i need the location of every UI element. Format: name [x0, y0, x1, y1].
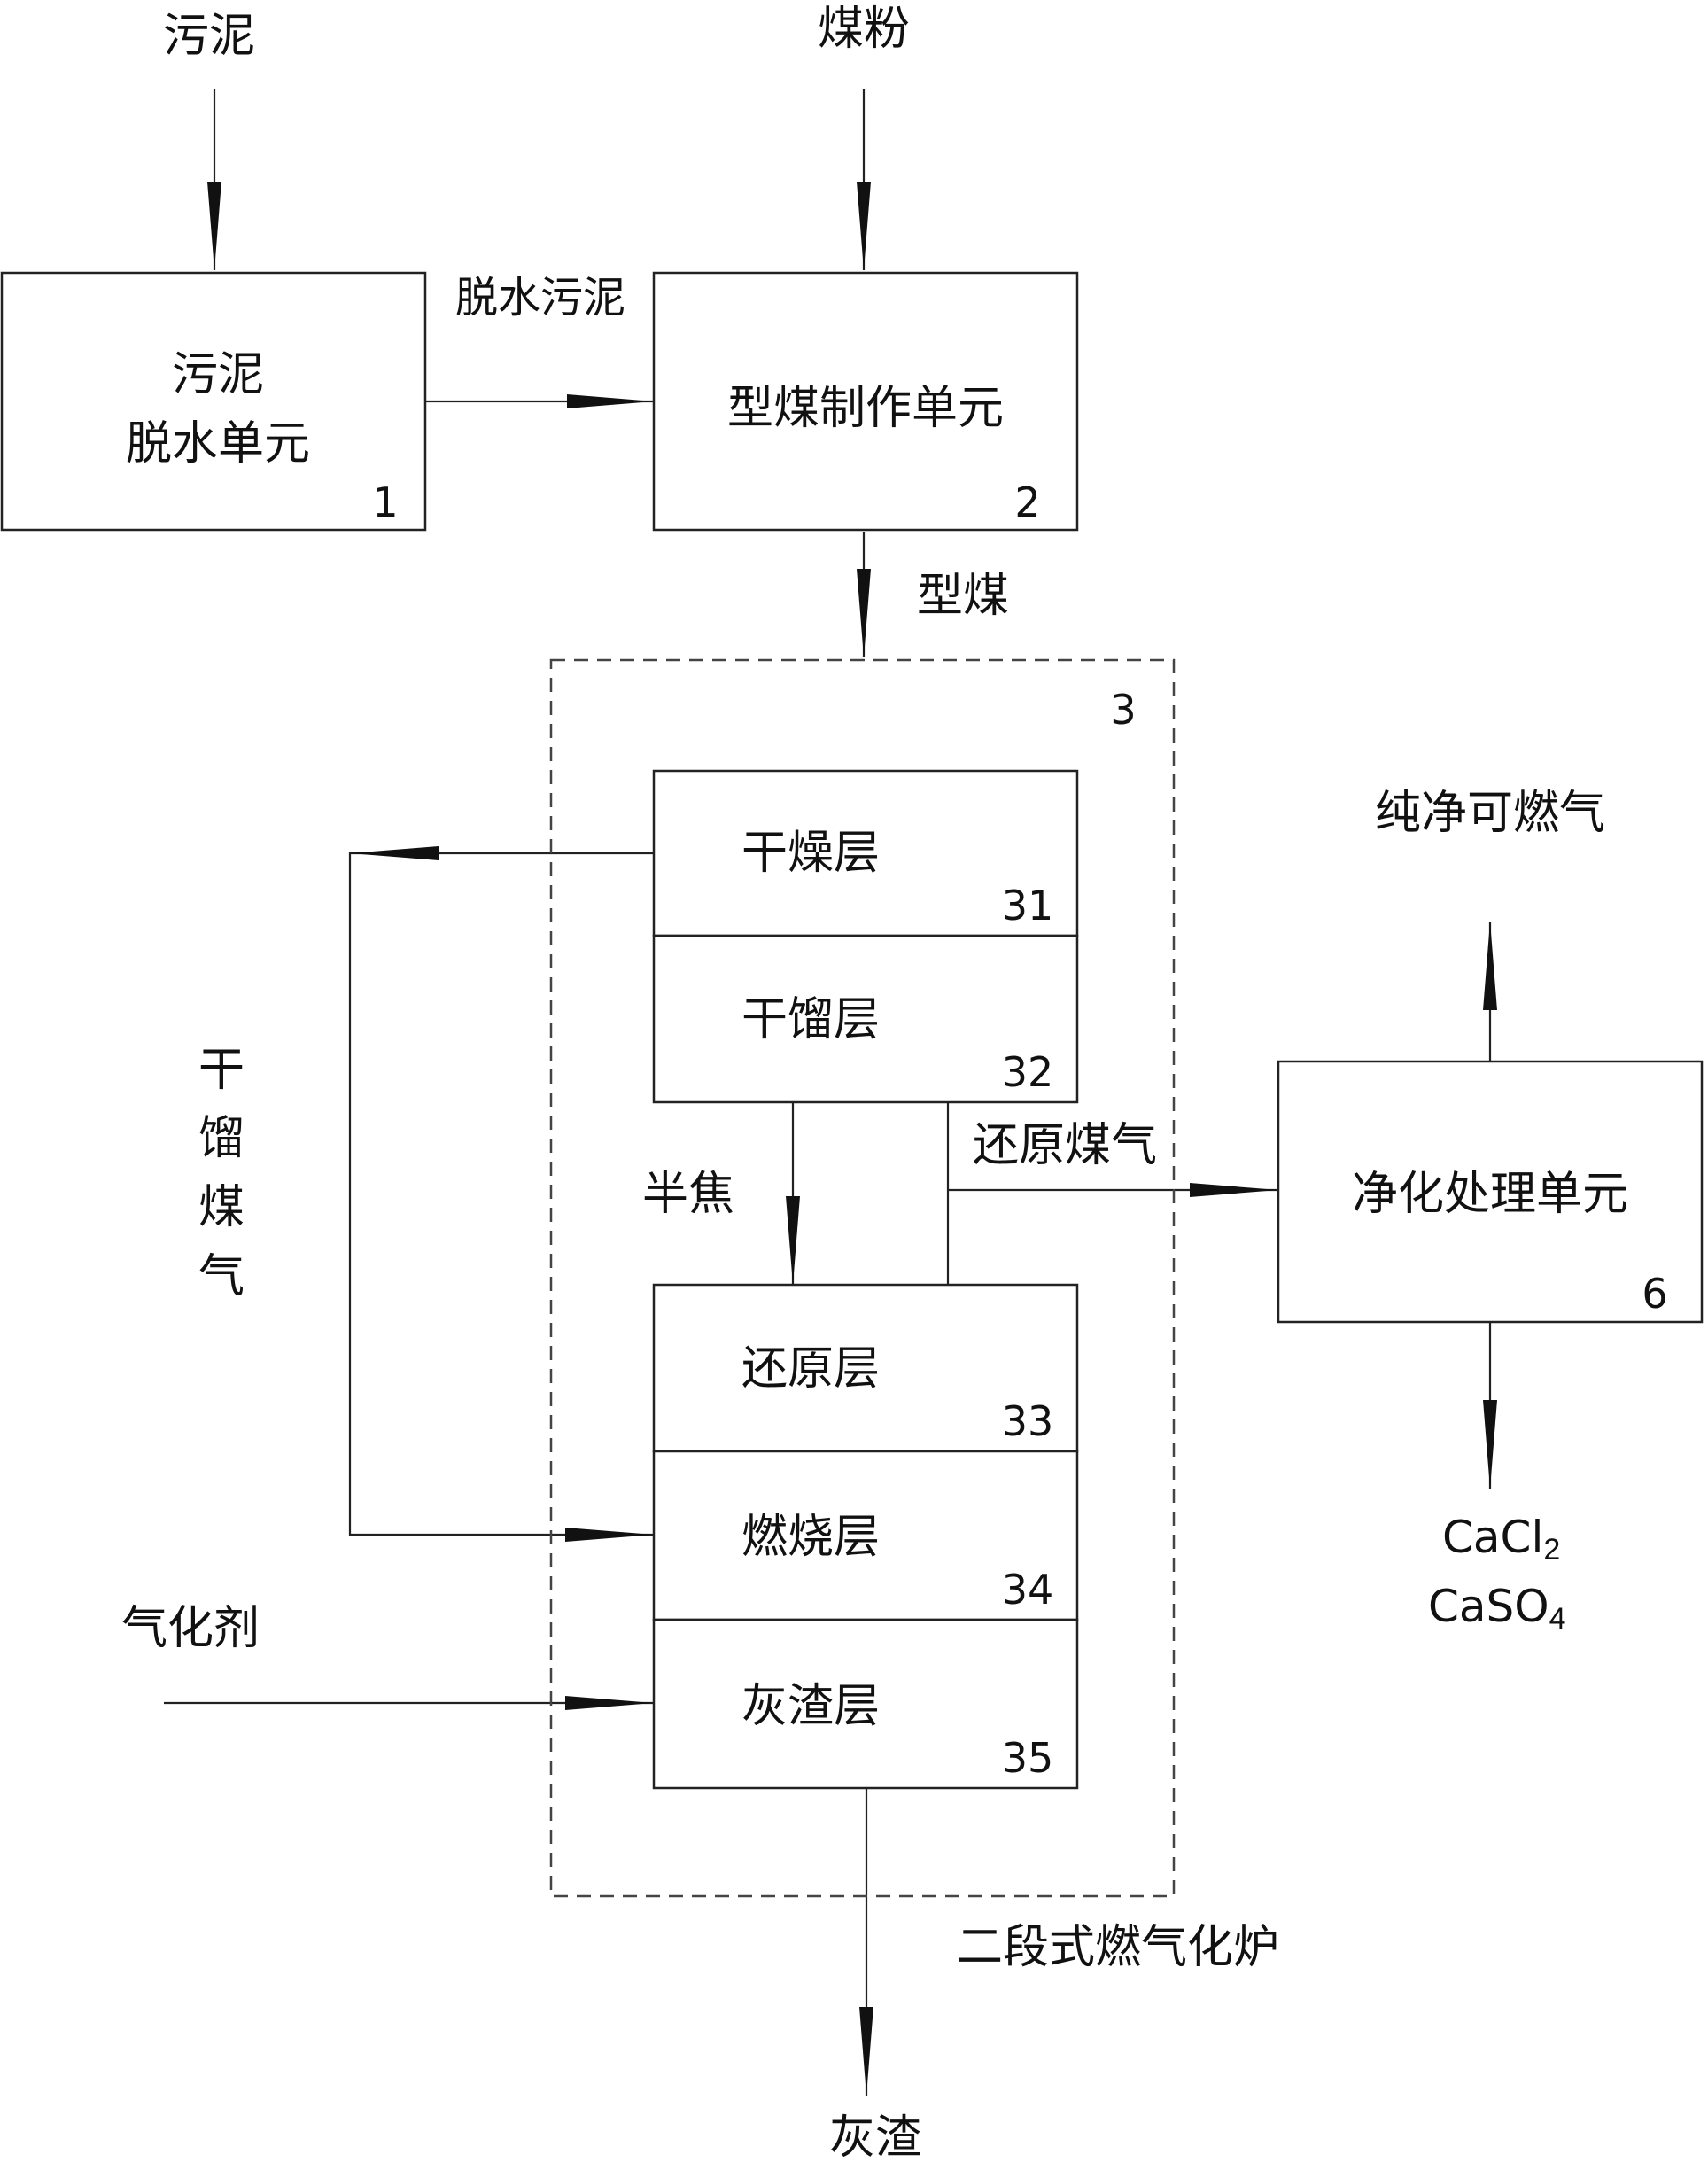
layer-ash-number: 35 — [1002, 1734, 1054, 1782]
dry-distillation-gas-char-3: 煤 — [198, 1181, 245, 1234]
ash-output-label: 灰渣 — [829, 2111, 921, 2162]
arrow-up-clean-gas — [1483, 922, 1497, 1010]
dry-distillation-gas-loop — [348, 852, 654, 1536]
arrow-right-purification — [1190, 1183, 1278, 1197]
layer-combustion-number: 34 — [1002, 1566, 1054, 1614]
purification-unit-box — [1277, 1060, 1704, 1324]
arrow-right-gasifying-agent — [565, 1696, 654, 1710]
briquette-coal-label: 型煤 — [917, 570, 1009, 623]
byproducts-label: CaCl2 CaSO4 — [1428, 1512, 1566, 1636]
arrow-down-ash — [859, 2007, 873, 2096]
byproduct-caso4-base: CaSO — [1428, 1581, 1549, 1632]
gasifier-layers: 干燥层 31 干馏层 32 还原层 33 燃烧层 34 灰渣层 35 — [652, 769, 1079, 1790]
purification-unit: 净化处理单元 6 — [1277, 1060, 1704, 1324]
briquette-unit-box — [652, 271, 1079, 532]
byproduct-cacl2: CaCl2 — [1442, 1512, 1560, 1567]
input-sludge-label: 污泥 — [163, 10, 255, 63]
purification-unit-label: 净化处理单元 — [1352, 1168, 1628, 1221]
dewatering-unit-number: 1 — [372, 478, 398, 526]
gasifier-caption: 二段式燃气化炉 — [957, 1921, 1279, 1974]
arrow-down-briquette — [857, 569, 871, 657]
dewatering-unit: 污泥 脱水单元 1 — [0, 271, 427, 532]
byproduct-caso4: CaSO4 — [1428, 1581, 1566, 1636]
dry-distillation-gas-char-4: 气 — [198, 1250, 245, 1303]
arrow-down-coal — [857, 182, 871, 270]
dry-distillation-gas-char-2: 馏 — [198, 1112, 245, 1165]
arrow-down-sludge — [207, 182, 221, 270]
layer-reduction-number: 33 — [1002, 1397, 1054, 1445]
layer-distillation-box — [652, 934, 1079, 1104]
briquette-unit-label: 型煤制作单元 — [727, 382, 1004, 435]
clean-gas-label: 纯净可燃气 — [1375, 787, 1605, 840]
layer-ash-label: 灰渣层 — [741, 1680, 880, 1733]
byproduct-caso4-subscript: 4 — [1549, 1602, 1566, 1636]
arrow-down-semi-coke — [786, 1196, 800, 1285]
purification-unit-number: 6 — [1642, 1270, 1667, 1318]
dewatered-sludge-label: 脱水污泥 — [455, 273, 625, 323]
layer-combustion-box — [652, 1450, 1079, 1622]
dewatering-unit-label-1: 污泥 — [172, 348, 264, 401]
gasifying-agent-label: 气化剂 — [121, 1602, 260, 1655]
dewatering-unit-label-2: 脱水单元 — [126, 417, 310, 471]
dry-distillation-gas-char-1: 干 — [198, 1044, 245, 1097]
layer-drying-label: 干燥层 — [741, 827, 880, 880]
layer-drying-number: 31 — [1002, 882, 1054, 929]
layer-distillation-label: 干馏层 — [741, 993, 880, 1046]
dry-distillation-gas-label: 干 馏 煤 气 — [198, 1044, 245, 1303]
byproduct-cacl2-base: CaCl — [1442, 1512, 1543, 1563]
reducing-gas-label: 还原煤气 — [973, 1119, 1157, 1172]
dewatering-unit-box — [0, 271, 427, 532]
input-coal-powder-label: 煤粉 — [818, 3, 910, 56]
arrow-right-dewatered — [567, 394, 654, 408]
layer-ash-box — [652, 1618, 1079, 1790]
layer-drying-box — [652, 769, 1079, 937]
layer-reduction-label: 还原层 — [741, 1342, 880, 1396]
arrow-right-combustion — [565, 1528, 654, 1542]
layer-combustion-label: 燃烧层 — [741, 1511, 880, 1564]
gasifier-number: 3 — [1110, 686, 1136, 734]
byproduct-cacl2-subscript: 2 — [1543, 1533, 1560, 1567]
layer-distillation-number: 32 — [1002, 1048, 1054, 1096]
briquette-unit-number: 2 — [1014, 478, 1040, 526]
briquette-unit: 型煤制作单元 2 — [652, 271, 1079, 532]
gasifier-boundary — [549, 658, 1176, 1898]
arrow-left-distillation-gas — [350, 846, 439, 860]
semi-coke-label: 半焦 — [642, 1168, 734, 1221]
arrow-down-byproducts — [1483, 1400, 1497, 1489]
